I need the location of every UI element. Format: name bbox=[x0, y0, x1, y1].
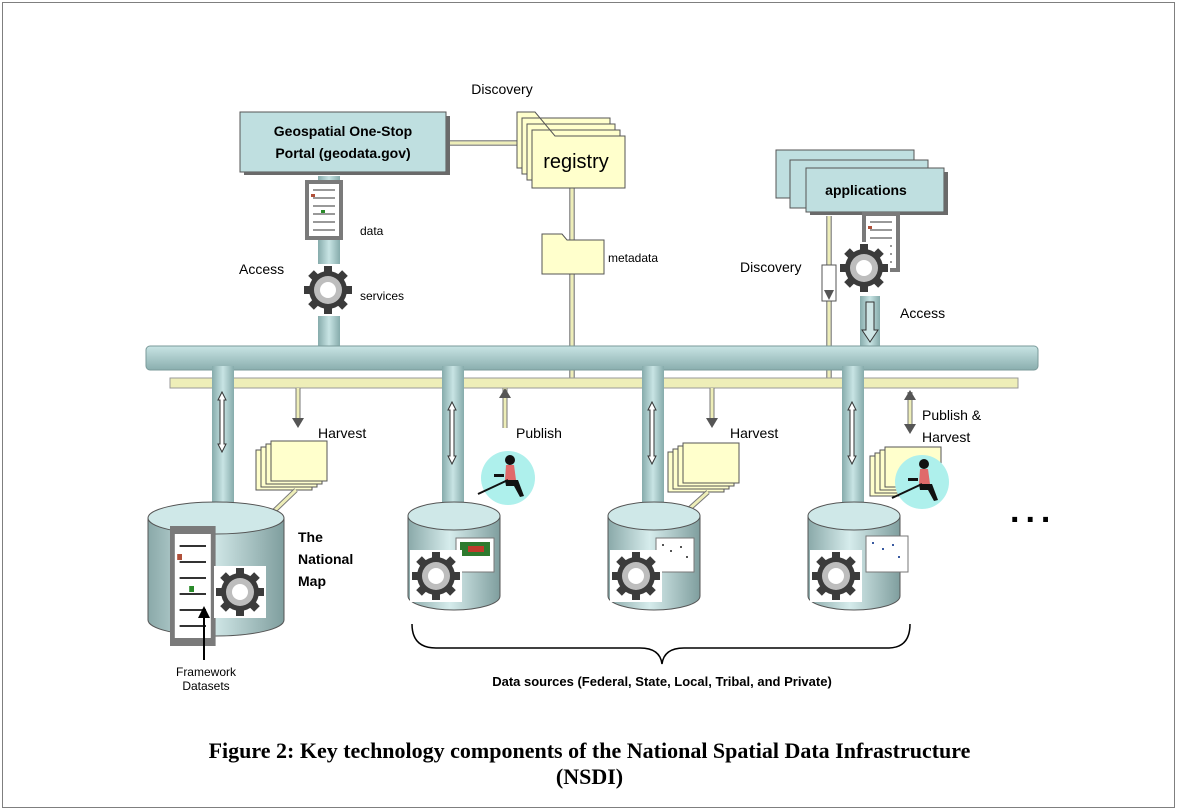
framework-line2: Datasets bbox=[182, 679, 229, 693]
registry-label: registry bbox=[543, 151, 609, 173]
applications-gear-icon bbox=[838, 242, 890, 294]
source-2-flow-label: Publish bbox=[516, 425, 562, 441]
source-3-gear-icon bbox=[610, 550, 662, 602]
source-3: Harvest bbox=[607, 366, 778, 611]
source-1-flow-label: Harvest bbox=[318, 425, 366, 441]
portal-title-line1: Geospatial One-Stop bbox=[274, 123, 412, 139]
source-national-map: Harvest The National Map Framework Datas… bbox=[147, 366, 366, 693]
caption-line1: Figure 2: Key technology components of t… bbox=[208, 738, 971, 763]
source-3-flow-label: Harvest bbox=[730, 425, 778, 441]
portal-services-label: services bbox=[360, 289, 404, 303]
registry-discovery-label: Discovery bbox=[471, 81, 532, 97]
source-4-flow-label-1: Publish & bbox=[922, 407, 982, 423]
portal-title-line2: Portal (geodata.gov) bbox=[275, 145, 410, 161]
national-map-gear-icon bbox=[214, 566, 266, 618]
applications-access-label: Access bbox=[900, 305, 945, 321]
source-2: Publish bbox=[407, 366, 562, 611]
data-sources-brace bbox=[411, 623, 911, 665]
metadata-label: metadata bbox=[608, 251, 658, 265]
source-2-gear-icon bbox=[410, 550, 462, 602]
source-1-folder-icon bbox=[255, 440, 328, 491]
national-map-line1: The bbox=[298, 529, 323, 545]
source-3-folder-icon bbox=[667, 442, 740, 493]
main-access-bus bbox=[145, 345, 1039, 371]
source-4-flow-label-2: Harvest bbox=[922, 429, 970, 445]
metadata-bus bbox=[169, 377, 1019, 389]
portal-access-label: Access bbox=[239, 261, 284, 277]
source-2-publisher-icon bbox=[477, 450, 536, 506]
more-sources-ellipsis: ... bbox=[1010, 492, 1056, 530]
source-4: Publish & Harvest bbox=[807, 366, 982, 611]
registry-folder-stack[interactable]: Discovery registry bbox=[471, 81, 626, 189]
source-4-gear-icon bbox=[810, 550, 862, 602]
portal-services-gear-icon bbox=[302, 264, 354, 316]
applications-label: applications bbox=[825, 182, 907, 198]
caption-line2: (NSDI) bbox=[555, 764, 624, 789]
data-sources-label: Data sources (Federal, State, Local, Tri… bbox=[492, 674, 832, 689]
portal-data-icon bbox=[304, 179, 344, 241]
framework-line1: Framework bbox=[176, 665, 237, 679]
portal-box[interactable]: Geospatial One-Stop Portal (geodata.gov) bbox=[239, 111, 450, 175]
figure-caption: Figure 2: Key technology components of t… bbox=[0, 738, 1179, 790]
applications-stack[interactable]: applications bbox=[775, 149, 948, 215]
national-map-line3: Map bbox=[298, 573, 326, 589]
national-map-line2: National bbox=[298, 551, 353, 567]
applications-discovery-label: Discovery bbox=[740, 259, 801, 275]
portal-data-label: data bbox=[360, 224, 384, 238]
metadata-folder: metadata bbox=[541, 233, 658, 275]
